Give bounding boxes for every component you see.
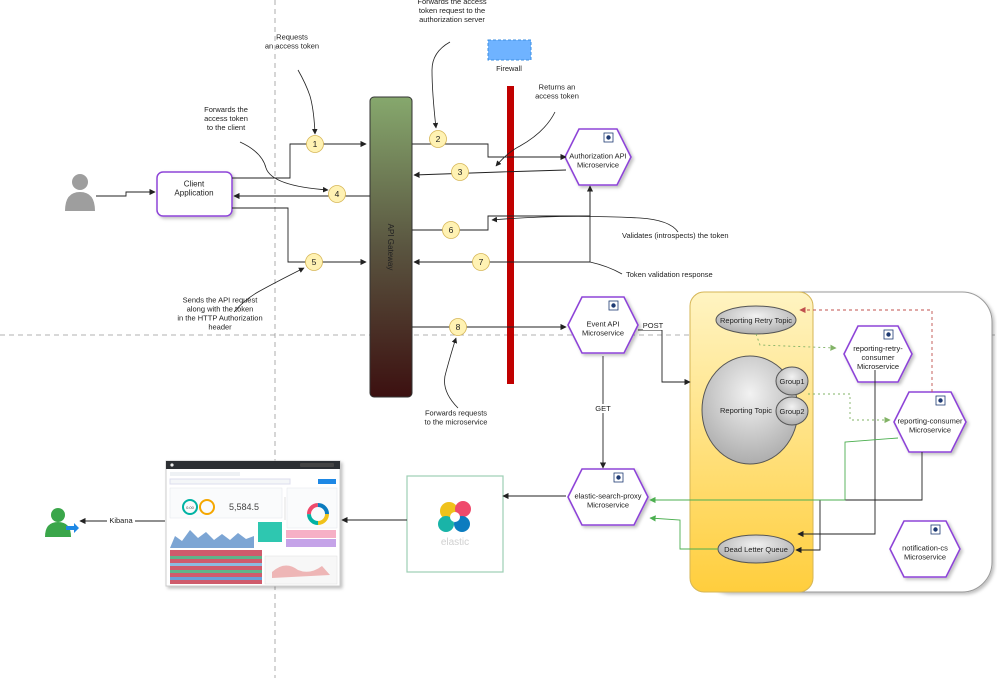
- microservice-icon: [608, 300, 619, 311]
- reporting-retry-topic[interactable]: Reporting Retry Topic: [715, 305, 797, 335]
- edge-labels: POST GET Kibana: [107, 321, 664, 525]
- svg-text:Reporting Topic: Reporting Topic: [720, 406, 772, 415]
- step-3-marker: 3: [451, 163, 469, 181]
- step-number: 3: [458, 167, 463, 177]
- dashboard-gauge-value: 0.00: [186, 505, 195, 510]
- elastic-logo-text: elastic: [441, 537, 469, 548]
- consumer-group-2[interactable]: Group2: [775, 396, 809, 426]
- svg-text:Group1: Group1: [779, 377, 804, 386]
- consumer-group-1[interactable]: Group1: [775, 366, 809, 396]
- step-number: 8: [456, 322, 461, 332]
- step-number: 6: [449, 225, 454, 235]
- svg-text:Dead Letter Queue: Dead Letter Queue: [724, 545, 788, 554]
- step-number: 5: [312, 257, 317, 267]
- post-label: POST: [643, 321, 664, 330]
- microservice-icon: [935, 395, 946, 406]
- kibana-user-icon: [45, 508, 79, 537]
- step-number: 2: [436, 134, 441, 144]
- firewall-label: Firewall: [496, 64, 522, 73]
- svg-text:Reporting Retry Topic: Reporting Retry Topic: [720, 316, 792, 325]
- annotation-curves: [233, 41, 679, 409]
- step-number: 1: [313, 139, 318, 149]
- api-gateway-label: API Gateway: [386, 224, 395, 271]
- microservice-icon: [613, 472, 624, 483]
- kibana-label: Kibana: [109, 516, 133, 525]
- annotation-validation-response: Token validation response: [626, 270, 713, 279]
- firewall: Firewall: [487, 39, 532, 384]
- step-6-marker: 6: [442, 221, 460, 239]
- microservice-icon: [603, 132, 614, 143]
- step-7-marker: 7: [472, 253, 490, 271]
- dead-letter-queue[interactable]: Dead Letter Queue: [717, 534, 795, 564]
- firewall-bar: [507, 86, 514, 384]
- annotation-validates: Validates (introspects) the token: [622, 231, 729, 240]
- api-gateway-node[interactable]: API Gateway: [369, 96, 413, 398]
- step-8-marker: 8: [449, 318, 467, 336]
- user-icon: [65, 174, 95, 211]
- svg-text:Group2: Group2: [779, 407, 804, 416]
- step-2-marker: 2: [429, 130, 447, 148]
- step-4-marker: 4: [328, 185, 346, 203]
- elastic-node[interactable]: elastic: [406, 475, 504, 573]
- kibana-dashboard-thumbnail[interactable]: 0.00 5,584.5: [165, 460, 341, 587]
- step-number: 7: [479, 257, 484, 267]
- kafka-flow-arrows: [649, 306, 933, 550]
- elastic-logo-icon: [438, 501, 471, 532]
- step-5-marker: 5: [305, 253, 323, 271]
- microservice-icon: [883, 329, 894, 340]
- step-number: 4: [335, 189, 340, 199]
- firewall-icon: [487, 39, 532, 61]
- microservice-icon: [930, 524, 941, 535]
- get-label: GET: [595, 404, 611, 413]
- step-1-marker: 1: [306, 135, 324, 153]
- dashboard-big-value: 5,584.5: [229, 502, 259, 512]
